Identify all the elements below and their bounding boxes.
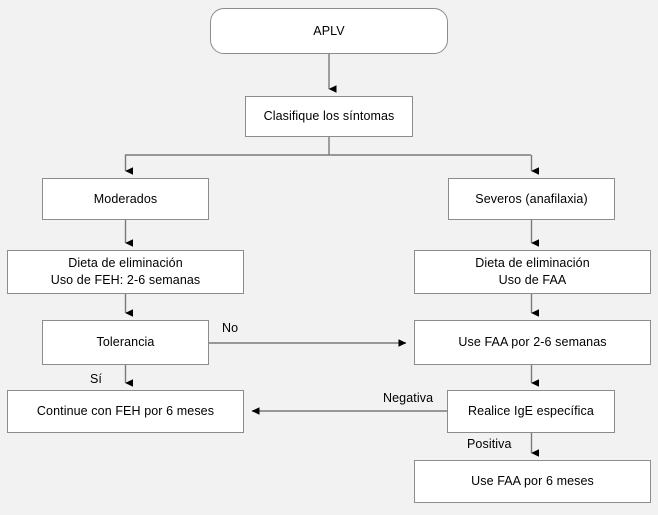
node-aplv[interactable]: APLV [210,8,448,54]
node-severos-anafilaxia-label: Severos (anafilaxia) [475,191,588,206]
node-aplv-label: APLV [313,23,345,38]
node-use-faa-2-6-semanas-label: Use FAA por 2-6 semanas [458,335,607,350]
edge-label-positiva: Positiva [467,437,512,451]
node-clasifique-sintomas-label: Clasifique los síntomas [263,109,395,124]
node-continue-feh-6-meses-label: Continue con FEH por 6 meses [36,404,215,419]
node-dieta-eliminacion-feh-label: Dieta de eliminación Uso de FEH: 2-6 sem… [50,256,201,287]
node-realice-ige-especifica-label: Realice IgE específica [468,404,594,419]
node-dieta-eliminacion-feh[interactable]: Dieta de eliminación Uso de FEH: 2-6 sem… [7,250,244,294]
node-dieta-eliminacion-faa[interactable]: Dieta de eliminación Uso de FAA [414,250,651,294]
node-tolerancia-label: Tolerancia [96,335,155,350]
node-use-faa-6-meses[interactable]: Use FAA por 6 meses [414,460,651,503]
node-clasifique-sintomas[interactable]: Clasifique los síntomas [245,96,413,137]
node-continue-feh-6-meses[interactable]: Continue con FEH por 6 meses [7,390,244,433]
edge-label-no: No [222,321,239,335]
node-tolerancia[interactable]: Tolerancia [42,320,209,365]
node-dieta-eliminacion-faa-label: Dieta de eliminación Uso de FAA [475,256,590,287]
edge-label-si: Sí [90,372,103,386]
edge-clasifique-split [124,137,539,175]
node-moderados-label: Moderados [93,191,158,206]
edge-label-negativa: Negativa [383,391,434,405]
node-moderados[interactable]: Moderados [42,178,209,220]
node-realice-ige-especifica[interactable]: Realice IgE específica [447,390,615,433]
node-use-faa-6-meses-label: Use FAA por 6 meses [471,474,594,489]
node-use-faa-2-6-semanas[interactable]: Use FAA por 2-6 semanas [414,320,651,365]
node-severos-anafilaxia[interactable]: Severos (anafilaxia) [448,178,615,220]
